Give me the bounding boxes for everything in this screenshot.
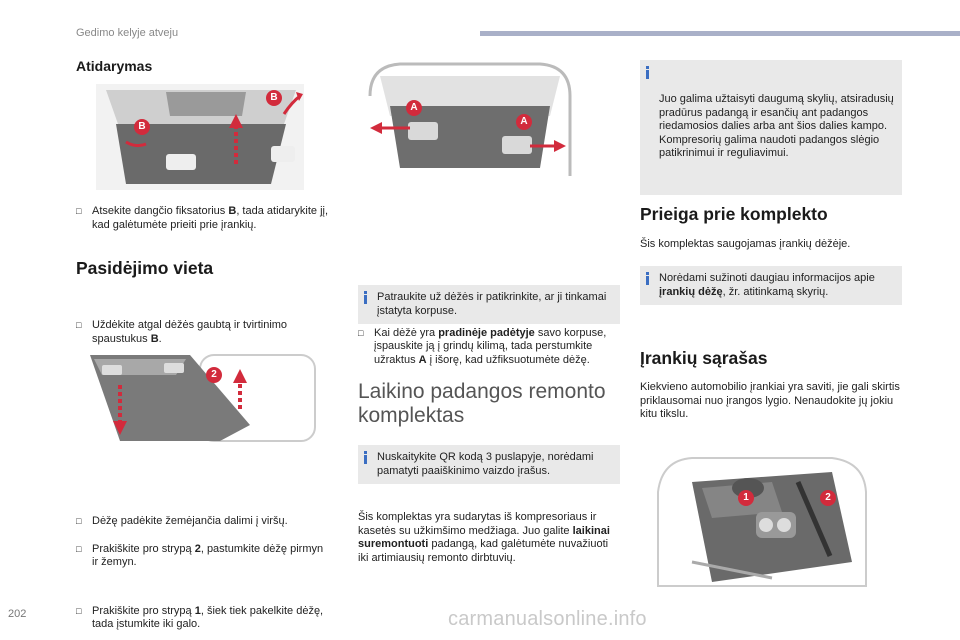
note-puncture: Juo galima užtaisyti daugumą skylių, ats…: [640, 60, 902, 195]
heading-access: Prieiga prie komplekto: [640, 204, 828, 224]
note-more-info: Norėdami sužinoti daugiau informacijos a…: [640, 266, 902, 305]
info-icon: [646, 272, 649, 285]
running-header: Gedimo kelyje atveju: [76, 27, 179, 39]
step-2: □ Prakiškite pro strypą 2, pastumkite dė…: [76, 542, 324, 569]
checkbox-icon: □: [76, 320, 82, 330]
illustration-opening: B B: [96, 84, 304, 190]
illustration-install: 2: [80, 345, 320, 447]
label-2-badge: 2: [206, 367, 222, 383]
checkbox-icon: □: [76, 605, 82, 616]
step-3: □ Prakiškite pro strypą 1, šiek tiek pak…: [76, 604, 324, 631]
step-1: □ Dėžę padėkite žemėjančia dalimi į virš…: [76, 515, 288, 527]
page-number: 202: [8, 608, 27, 620]
info-icon: [364, 451, 367, 464]
illustration-toolbox: 1 2: [652, 452, 872, 592]
info-icon: [646, 66, 649, 79]
tool-2-badge: 2: [820, 490, 836, 506]
repair-kit-description: Šis komplektas yra sudarytas iš kompreso…: [358, 511, 610, 564]
info-icon: [364, 291, 367, 304]
note-check-box: Patraukite už dėžės ir patikrinkite, ar …: [358, 285, 620, 324]
watermark: carmanualsonline.info: [448, 608, 647, 630]
label-b-badge: B: [134, 119, 150, 135]
checkbox-icon: □: [76, 543, 82, 554]
tool-list-text: Kiekvieno automobilio įrankiai yra savit…: [640, 381, 900, 420]
heading-repair-kit: Laikino padangos remonto komplektas: [358, 380, 606, 427]
heading-install: Pasidėjimo vieta: [76, 258, 214, 278]
heading-opening: Atidarymas: [76, 58, 153, 74]
checkbox-icon: □: [76, 516, 82, 526]
label-a-badge: A: [516, 114, 532, 130]
checkbox-icon: □: [358, 327, 364, 338]
lock-step: □ Kai dėžė yra pradinėje padėtyje savo k…: [358, 326, 607, 366]
note-qr: Nuskaitykite QR kodą 3 puslapyje, norėda…: [358, 445, 620, 484]
header-bar: [480, 31, 960, 36]
tool-1-badge: 1: [738, 490, 754, 506]
heading-tool-list: Įrankių sąrašas: [640, 348, 768, 368]
illustration-locks: A A: [360, 56, 580, 192]
checkbox-icon: □: [76, 206, 82, 216]
install-step: □ Uždėkite atgal dėžės gaubtą ir tvirtin…: [76, 319, 288, 345]
label-a-badge: A: [406, 100, 422, 116]
access-text: Šis komplektas saugojamas įrankių dėžėje…: [640, 238, 851, 250]
label-b-badge: B: [266, 90, 282, 106]
opening-step: □ Atsekite dangčio fiksatorius B, tada a…: [76, 205, 329, 231]
